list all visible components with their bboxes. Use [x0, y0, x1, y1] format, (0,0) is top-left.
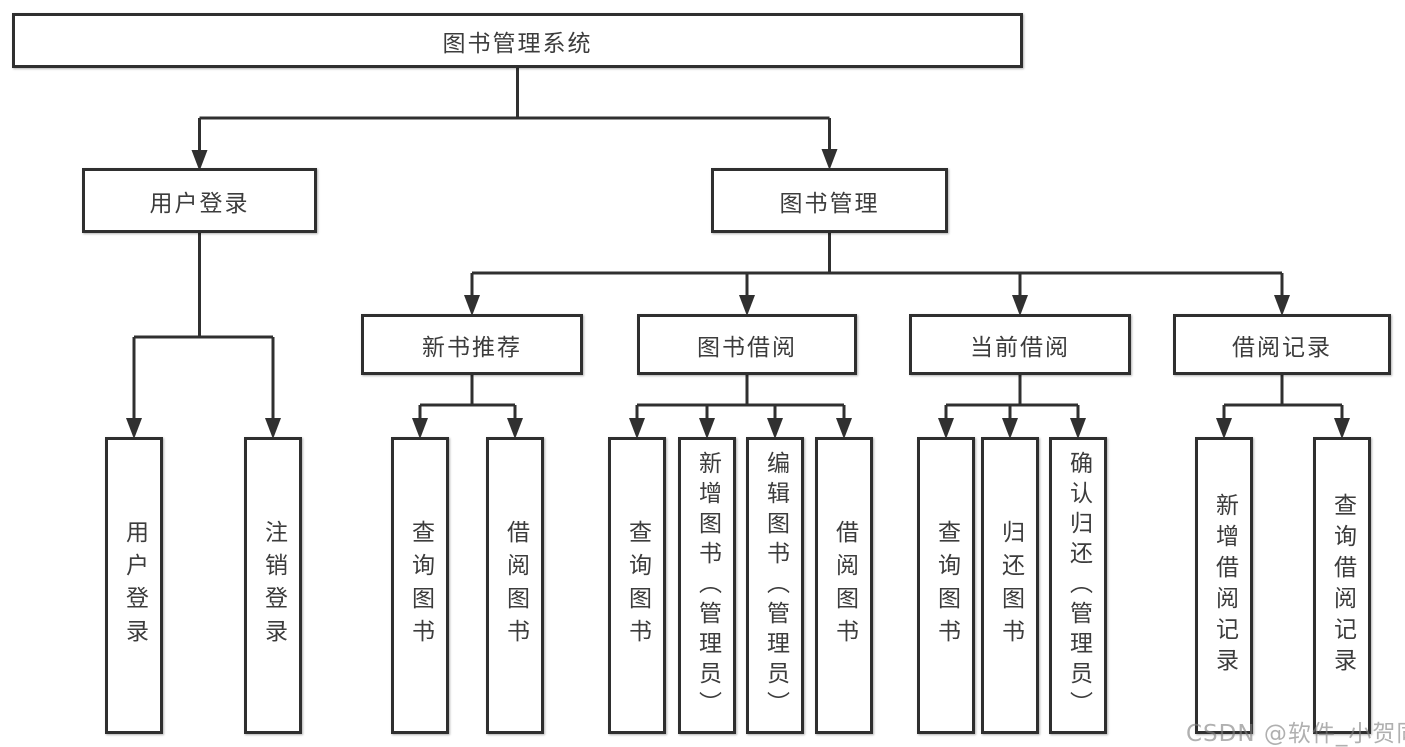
leaf-cb-query-books-label: 查询图书 [933, 519, 960, 652]
leaf-br-add-record: 新增借阅记录 [1195, 437, 1253, 734]
leaf-rec-borrow-books: 借阅图书 [486, 437, 544, 734]
node-current-borrow-label: 当前借阅 [970, 334, 1070, 361]
csdn-watermark: CSDN @软件_小贺同学 [1186, 721, 1405, 747]
node-book-borrow-label: 图书借阅 [697, 334, 797, 361]
arrowheads [126, 149, 1350, 439]
leaf-bb-edit-books-admin: 编辑图书（管理员） [746, 437, 804, 734]
node-new-book-recommend: 新书推荐 [361, 314, 583, 375]
node-book-management: 图书管理 [711, 168, 948, 233]
node-borrow-records: 借阅记录 [1173, 314, 1391, 375]
leaf-cb-confirm-return-admin: 确认归还（管理员） [1049, 437, 1107, 734]
leaf-rec-query-books-label: 查询图书 [407, 519, 434, 652]
node-system-root-label: 图书管理系统 [442, 30, 593, 57]
leaf-br-query-record-label: 查询借阅记录 [1329, 492, 1356, 679]
leaf-bb-borrow-books: 借阅图书 [815, 437, 873, 734]
node-book-management-label: 图书管理 [779, 190, 880, 217]
leaf-br-query-record: 查询借阅记录 [1313, 437, 1371, 734]
leaf-rec-borrow-books-label: 借阅图书 [502, 519, 529, 652]
leaf-rec-query-books: 查询图书 [391, 437, 449, 734]
leaf-br-add-record-label: 新增借阅记录 [1211, 492, 1238, 679]
node-user-login: 用户登录 [82, 168, 317, 233]
leaf-bb-add-books-admin-label: 新增图书（管理员） [694, 450, 721, 721]
leaf-bb-edit-books-admin-label: 编辑图书（管理员） [762, 450, 789, 721]
leaf-logout-label: 注销登录 [260, 519, 287, 652]
leaf-cb-query-books: 查询图书 [917, 437, 975, 734]
leaf-user-login-label: 用户登录 [121, 519, 148, 652]
leaf-bb-query-books: 查询图书 [608, 437, 666, 734]
node-borrow-records-label: 借阅记录 [1232, 334, 1332, 361]
leaf-cb-confirm-return-admin-label: 确认归还（管理员） [1065, 450, 1092, 721]
leaf-bb-borrow-books-label: 借阅图书 [831, 519, 858, 652]
node-system-root: 图书管理系统 [12, 13, 1023, 68]
node-current-borrow: 当前借阅 [909, 314, 1131, 375]
node-book-borrow: 图书借阅 [637, 314, 857, 375]
leaf-cb-return-books-label: 归还图书 [997, 519, 1024, 652]
node-user-login-label: 用户登录 [149, 190, 250, 217]
leaf-cb-return-books: 归还图书 [981, 437, 1039, 734]
node-new-book-recommend-label: 新书推荐 [422, 334, 522, 361]
leaf-bb-add-books-admin: 新增图书（管理员） [678, 437, 736, 734]
leaf-user-login: 用户登录 [105, 437, 163, 734]
leaf-logout: 注销登录 [244, 437, 302, 734]
leaf-bb-query-books-label: 查询图书 [624, 519, 651, 652]
